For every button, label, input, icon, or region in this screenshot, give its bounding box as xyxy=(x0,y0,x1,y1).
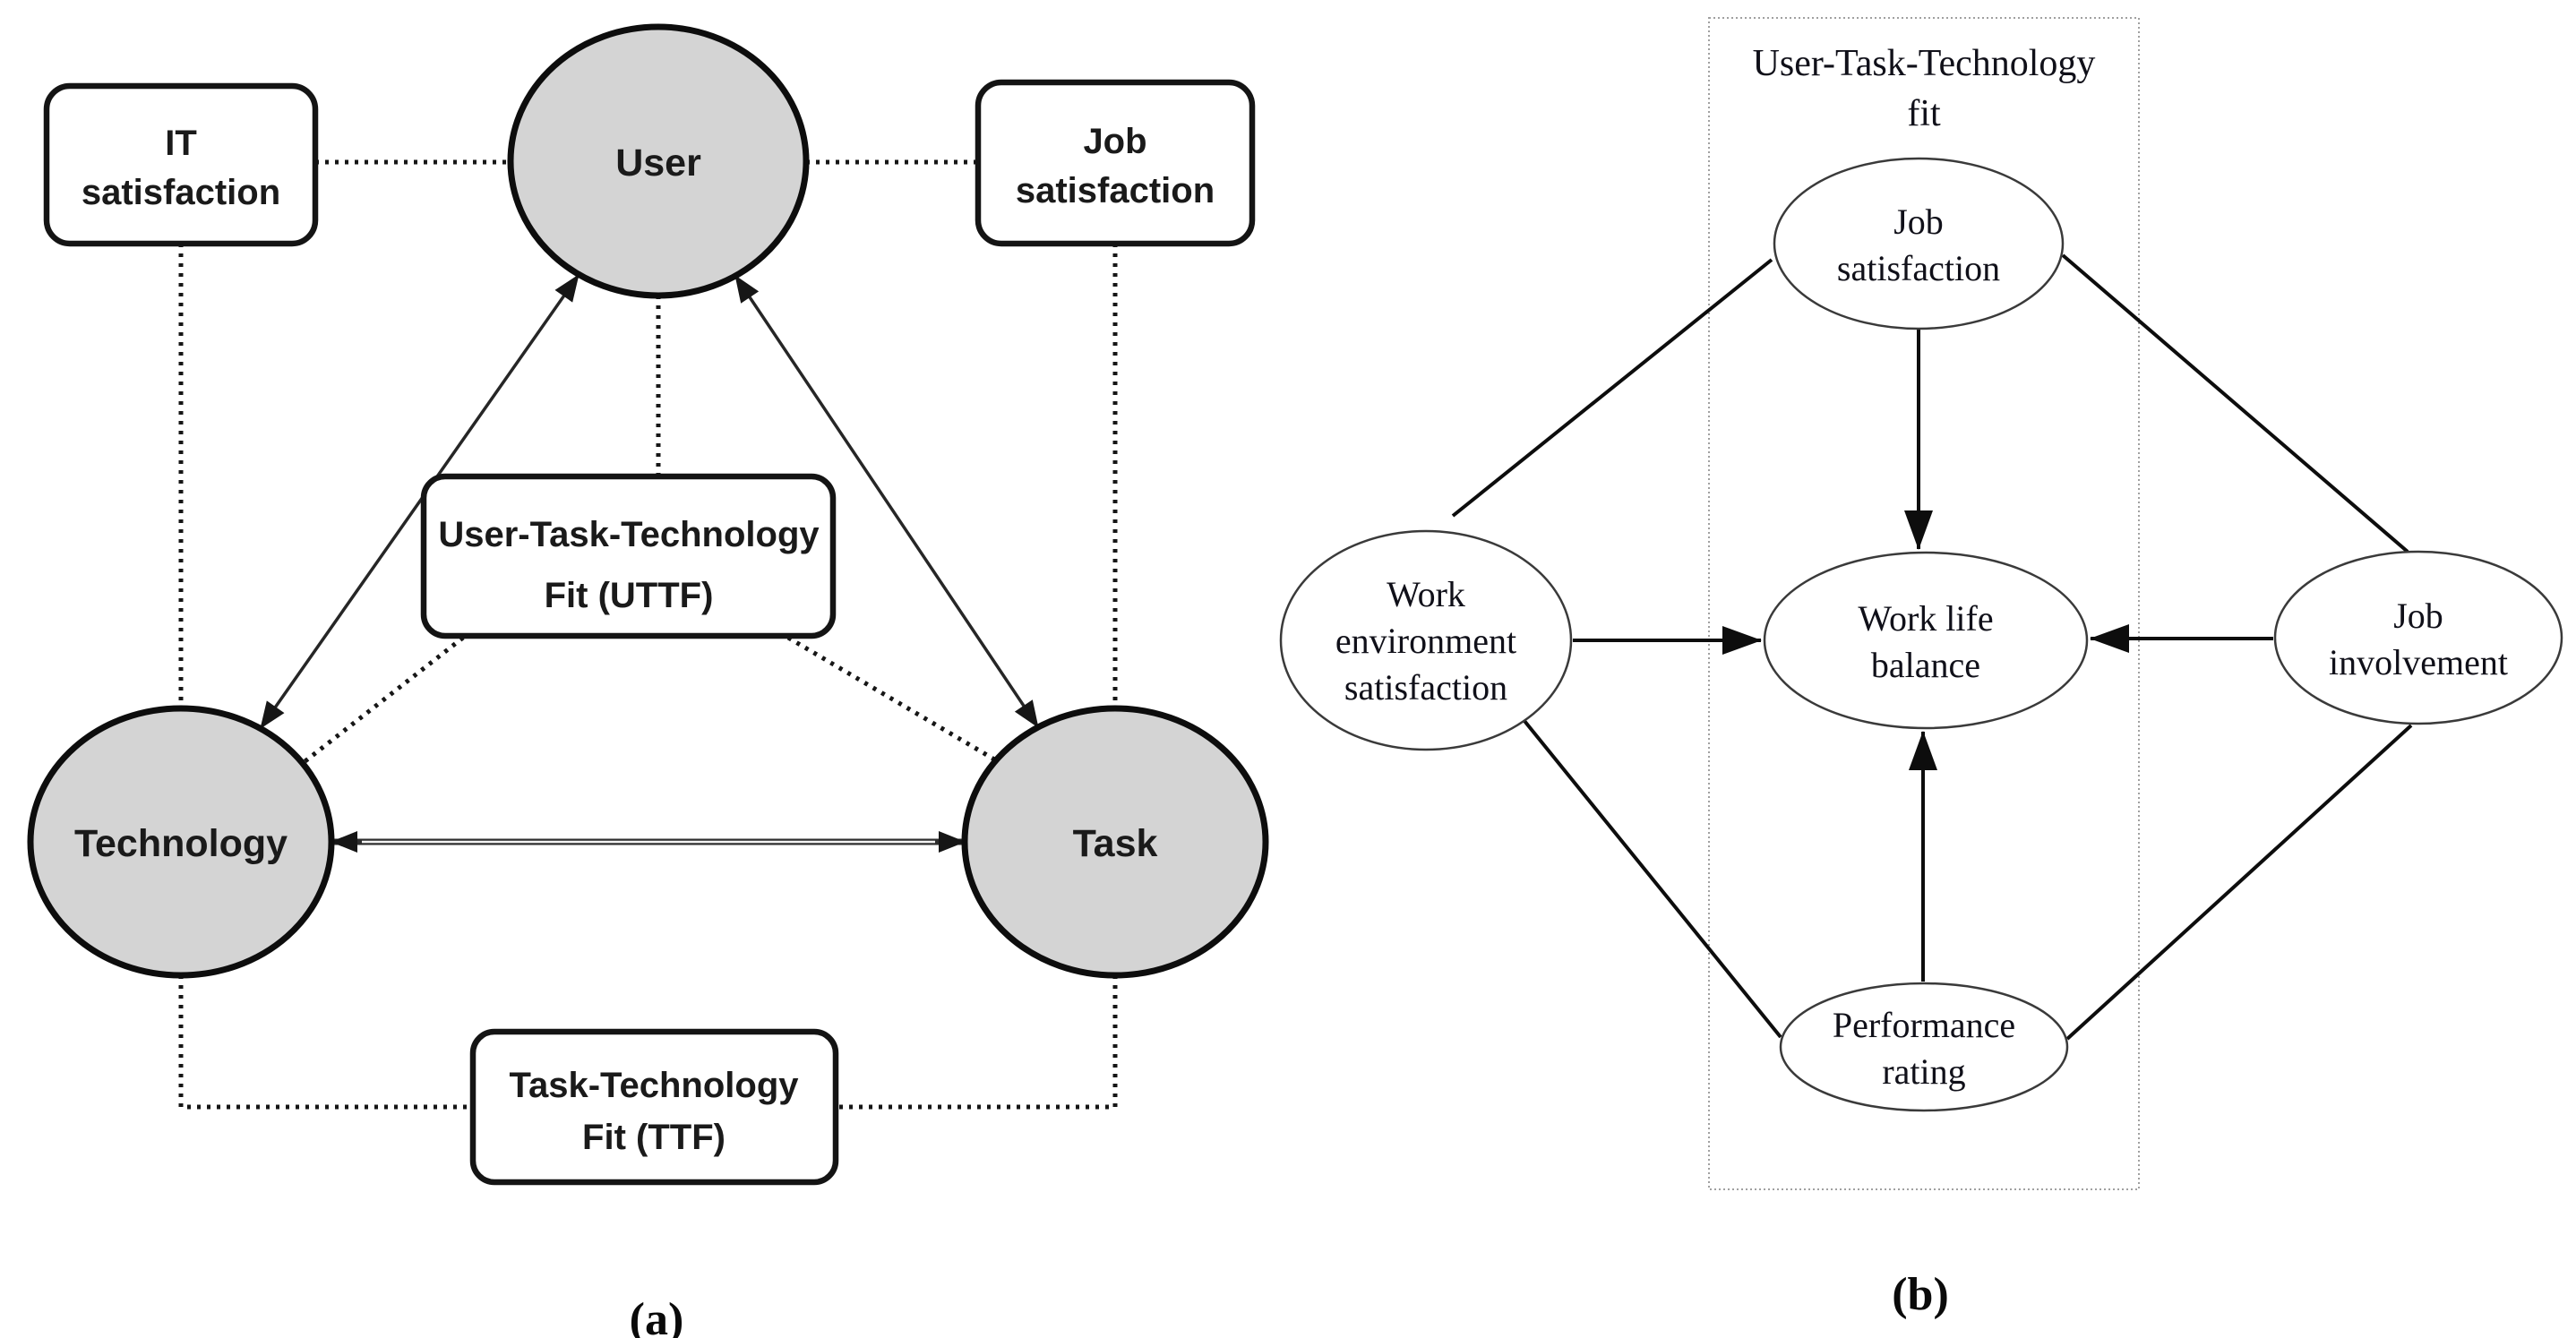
panel-a-caption: (a) xyxy=(630,1294,684,1338)
uttf-fit-frame xyxy=(1708,17,2140,1190)
edge-uttf-technology-dotted xyxy=(301,636,465,765)
node-technology xyxy=(27,705,335,979)
box-uttf xyxy=(420,473,837,639)
box-ttf-line1: Task-Technology xyxy=(509,1066,799,1105)
edge-jobsat-jobinv-line xyxy=(2061,253,2409,553)
panel-b-caption: (b) xyxy=(1892,1269,1949,1320)
box-job-satisfaction xyxy=(975,79,1256,247)
box-job-satisfaction-line2: satisfaction xyxy=(1016,171,1215,210)
node-task-label: Task xyxy=(1073,822,1158,865)
edge-perfrating-jobinv-line xyxy=(2065,724,2413,1041)
uttf-fit-frame-title-line1: User-Task-Technology xyxy=(1753,43,2096,84)
node-performance-rating-line2: rating xyxy=(1882,1051,1965,1092)
edge-user-technology-arrow xyxy=(259,273,580,730)
edge-jobsat-workenv-line xyxy=(1451,258,1773,518)
edge-user-task-arrow xyxy=(734,275,1040,728)
box-ttf xyxy=(469,1028,839,1186)
node-work-environment-line2: environment xyxy=(1335,621,1516,661)
node-job-involvement xyxy=(2273,550,2563,725)
node-work-life-balance-line1: Work life xyxy=(1858,598,1993,639)
box-ttf-line2: Fit (TTF) xyxy=(582,1118,726,1157)
panel-b: User-Task-Technology fit Job satisfactio… xyxy=(1279,17,2563,1320)
node-job-satisfaction-line2: satisfaction xyxy=(1837,248,2000,288)
edge-technology-ttf-dotted xyxy=(178,975,473,1110)
node-job-involvement-line2: involvement xyxy=(2329,642,2508,682)
node-job-involvement-line1: Job xyxy=(2393,596,2443,636)
node-work-environment-line1: Work xyxy=(1387,574,1465,614)
panel-a: User Technology Task IT satisfaction Job… xyxy=(27,23,1269,1338)
edge-workenv-perfrating-line xyxy=(1523,719,1782,1039)
edge-uttf-task-dotted xyxy=(786,635,998,763)
uttf-fit-frame-title-line2: fit xyxy=(1907,93,1941,134)
box-it-satisfaction-line1: IT xyxy=(165,124,197,163)
node-task xyxy=(961,705,1269,979)
node-job-satisfaction-line1: Job xyxy=(1893,202,1944,242)
node-work-environment-line3: satisfaction xyxy=(1344,667,1507,708)
node-work-life-balance-line2: balance xyxy=(1871,645,1980,685)
node-performance-rating xyxy=(1779,982,2069,1112)
node-user xyxy=(507,23,810,299)
box-uttf-line2: Fit (UTTF) xyxy=(545,576,714,615)
node-work-environment-satisfaction xyxy=(1279,529,1573,751)
node-performance-rating-line1: Performance xyxy=(1833,1005,2015,1045)
node-technology-label: Technology xyxy=(74,822,288,865)
edge-task-ttf-dotted xyxy=(836,975,1118,1110)
box-job-satisfaction-line1: Job xyxy=(1083,122,1146,161)
node-work-life-balance xyxy=(1763,551,2089,730)
node-job-satisfaction xyxy=(1773,157,2065,330)
box-it-satisfaction xyxy=(43,82,319,247)
box-uttf-line1: User-Task-Technology xyxy=(438,515,820,554)
box-it-satisfaction-line2: satisfaction xyxy=(82,173,280,212)
node-user-label: User xyxy=(615,142,701,184)
